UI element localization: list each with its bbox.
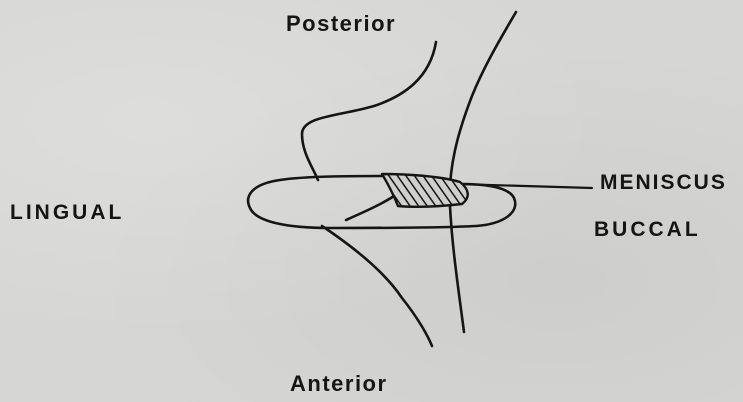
buccal-label: BUCCAL [594, 219, 701, 240]
lingual-label: LINGUAL [10, 202, 124, 223]
inner-pointer-line [346, 196, 394, 220]
anterior-left-contour [322, 226, 432, 346]
posterior-label: Posterior [286, 13, 396, 35]
right-contour [450, 12, 516, 332]
meniscus-hatched-area [382, 174, 468, 207]
meniscus-label: MENISCUS [600, 172, 727, 193]
meniscus-leader-line [456, 184, 592, 188]
posterior-left-contour [302, 42, 436, 180]
anterior-label: Anterior [290, 373, 388, 395]
